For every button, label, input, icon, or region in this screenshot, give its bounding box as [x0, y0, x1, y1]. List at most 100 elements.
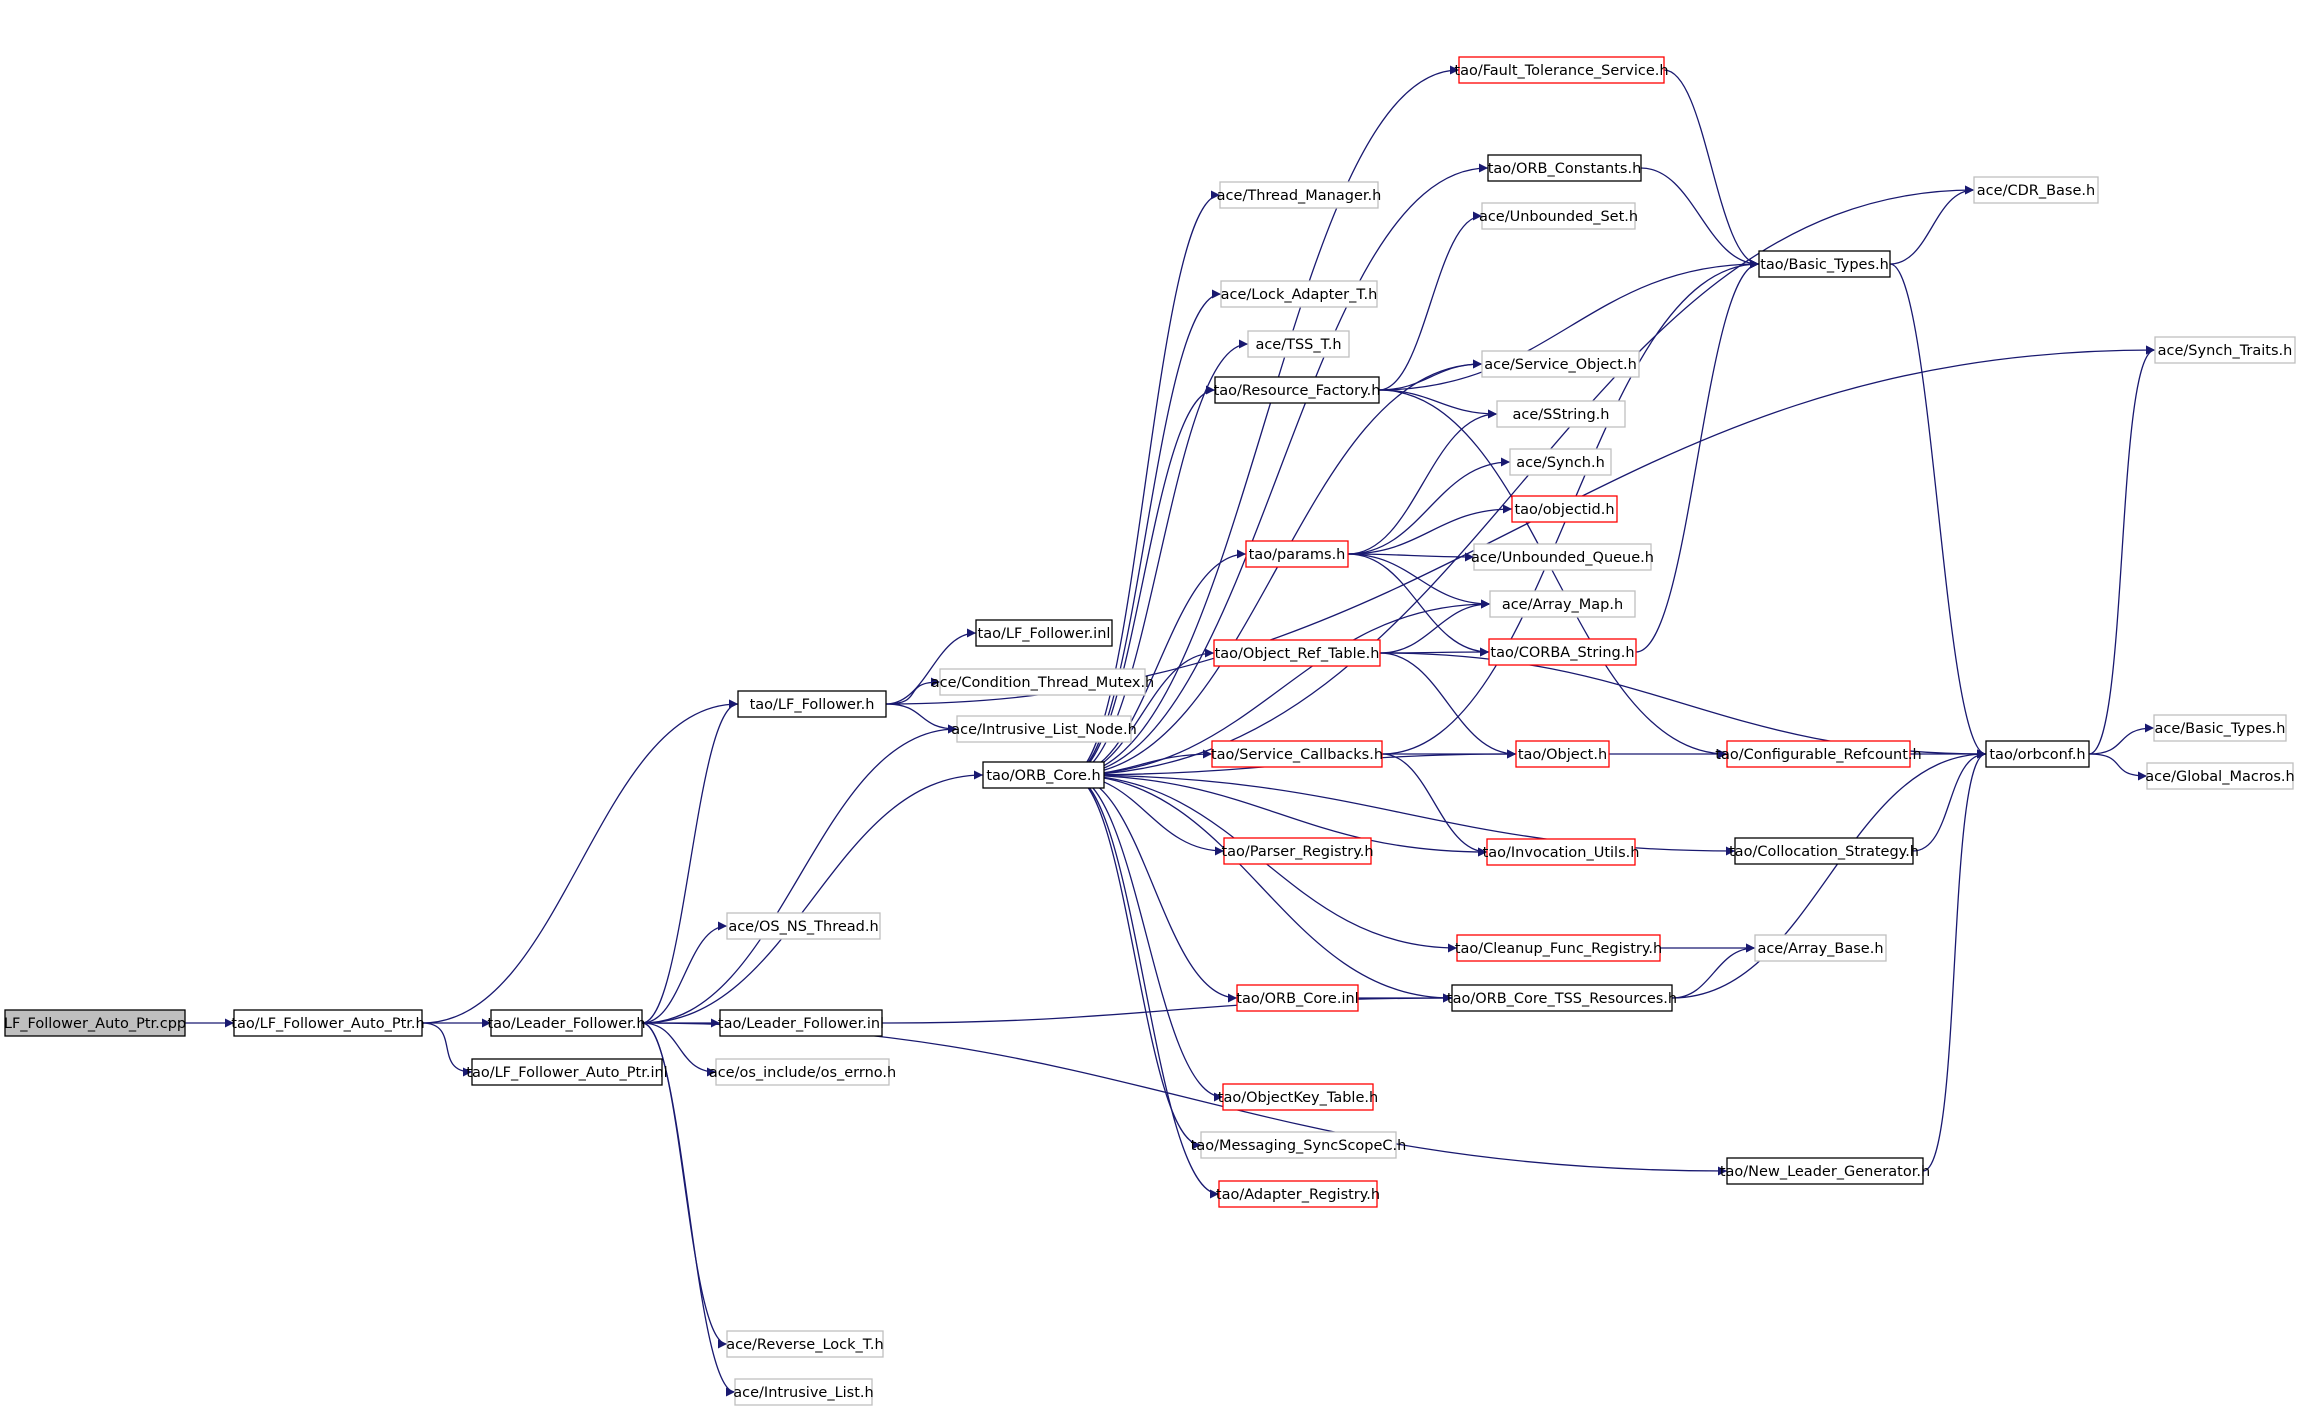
- node-n7[interactable]: ace/os_include/os_errno.h: [709, 1058, 896, 1086]
- node-box: [737, 690, 887, 718]
- node-n8[interactable]: ace/Reverse_Lock_T.h: [726, 1330, 884, 1358]
- node-n30[interactable]: tao/Object.h: [1515, 740, 1610, 768]
- node-box: [1487, 154, 1642, 182]
- node-n32[interactable]: tao/orbconf.h: [1985, 740, 2090, 768]
- node-label: ace/Thread_Manager.h: [1217, 188, 1382, 204]
- node-box: [490, 1009, 643, 1037]
- edge-n13-n35: [1070, 774, 1488, 857]
- node-label: ace/Lock_Adapter_T.h: [1221, 287, 1378, 303]
- node-n20[interactable]: tao/Resource_Factory.h: [1214, 376, 1381, 404]
- node-n17[interactable]: ace/Unbounded_Set.h: [1479, 202, 1638, 230]
- edge-n40-n32: [1671, 749, 1987, 999]
- edge-n32-n48: [2088, 723, 2155, 755]
- node-n2[interactable]: tao/Leader_Follower.h: [487, 1009, 646, 1037]
- node-box: [2153, 714, 2287, 742]
- node-n6[interactable]: ace/OS_NS_Thread.h: [726, 912, 881, 940]
- node-n48[interactable]: ace/Basic_Types.h: [2153, 714, 2287, 742]
- edge-n2-n4: [641, 699, 739, 1024]
- node-box: [1222, 1083, 1374, 1111]
- node-box: [1211, 740, 1383, 768]
- node-label: tao/LF_Follower_Auto_Ptr.h: [231, 1016, 424, 1032]
- node-box: [233, 1009, 423, 1037]
- edge-n45-n46: [1889, 185, 1975, 265]
- node-box: [956, 715, 1132, 743]
- edge-n13-n46: [1070, 185, 1975, 776]
- node-n18[interactable]: ace/Lock_Adapter_T.h: [1220, 280, 1378, 308]
- node-n43[interactable]: tao/Adapter_Registry.h: [1216, 1180, 1380, 1208]
- edge-n13-n41: [1070, 774, 1224, 1102]
- edge-n32-n49: [2088, 753, 2148, 781]
- node-n46[interactable]: ace/CDR_Base.h: [1973, 176, 2099, 204]
- node-n11[interactable]: ace/Condition_Thread_Mutex.h: [931, 668, 1155, 696]
- edge-n20-n22: [1378, 389, 1498, 419]
- edge-n2-n13: [641, 770, 984, 1024]
- node-n39[interactable]: tao/ORB_Core.inl: [1236, 984, 1359, 1012]
- node-n5[interactable]: tao/Leader_Follower.inl: [718, 1009, 884, 1037]
- node-n23[interactable]: ace/Synch.h: [1509, 448, 1612, 476]
- node-label: ace/CDR_Base.h: [1977, 183, 2095, 199]
- node-n40[interactable]: tao/ORB_Core_TSS_Resources.h: [1447, 984, 1677, 1012]
- node-n35[interactable]: tao/Invocation_Utils.h: [1483, 838, 1640, 866]
- node-box: [734, 1378, 873, 1406]
- node-n41[interactable]: tao/ObjectKey_Table.h: [1218, 1083, 1378, 1111]
- edge-n13-n42: [1070, 774, 1202, 1150]
- node-n49[interactable]: ace/Global_Macros.h: [2145, 762, 2295, 790]
- node-n37[interactable]: tao/Cleanup_Func_Registry.h: [1455, 934, 1662, 962]
- node-n36[interactable]: tao/Collocation_Strategy.h: [1729, 837, 1919, 865]
- node-n45[interactable]: tao/Basic_Types.h: [1758, 250, 1891, 278]
- node-label: ace/Reverse_Lock_T.h: [726, 1337, 883, 1353]
- node-n33[interactable]: tao/Service_Callbacks.h: [1211, 740, 1383, 768]
- node-label: ace/Intrusive_List.h: [733, 1385, 873, 1401]
- node-label: tao/LF_Follower.inl: [978, 626, 1111, 642]
- edge-n1-n3: [421, 1022, 473, 1077]
- node-box: [1985, 740, 2090, 768]
- node-n28[interactable]: tao/Object_Ref_Table.h: [1213, 639, 1381, 667]
- edge-n44-n32: [1922, 749, 1987, 1172]
- node-n24[interactable]: tao/objectid.h: [1511, 495, 1618, 523]
- node-label: tao/ObjectKey_Table.h: [1218, 1090, 1378, 1106]
- node-n12[interactable]: ace/Intrusive_List_Node.h: [951, 715, 1137, 743]
- node-box: [1489, 590, 1636, 618]
- node-n27[interactable]: ace/Array_Map.h: [1489, 590, 1636, 618]
- edge-n25-n22: [1347, 409, 1498, 555]
- node-n42[interactable]: tao/Messaging_SyncScopeC.h: [1191, 1131, 1407, 1159]
- edge-n1-n4: [421, 699, 739, 1024]
- node-n44[interactable]: tao/New_Leader_Generator.h: [1720, 1157, 1930, 1185]
- node-n31[interactable]: tao/Configurable_Refcount.h: [1715, 740, 1922, 768]
- node-n3[interactable]: tao/LF_Follower_Auto_Ptr.inl: [466, 1058, 668, 1086]
- node-n22[interactable]: ace/SString.h: [1496, 400, 1626, 428]
- edge-n13-n18: [1070, 289, 1222, 776]
- node-n9[interactable]: ace/Intrusive_List.h: [733, 1378, 874, 1406]
- edge-n2-n6: [641, 921, 728, 1024]
- node-box: [1758, 250, 1891, 278]
- edge-n14-n45: [1663, 69, 1760, 269]
- node-n21[interactable]: ace/Service_Object.h: [1481, 350, 1640, 378]
- node-n15[interactable]: ace/Thread_Manager.h: [1217, 181, 1382, 209]
- node-n26[interactable]: ace/Unbounded_Queue.h: [1471, 543, 1654, 571]
- node-box: [1247, 330, 1350, 358]
- node-box: [1219, 181, 1379, 209]
- node-label: tao/Configurable_Refcount.h: [1715, 747, 1921, 763]
- node-label: tao/CORBA_String.h: [1490, 645, 1634, 661]
- node-n4[interactable]: tao/LF_Follower.h: [737, 690, 887, 718]
- node-n34[interactable]: tao/Parser_Registry.h: [1221, 837, 1374, 865]
- node-box: [471, 1058, 663, 1086]
- edge-n28-n30: [1379, 652, 1517, 759]
- node-n14[interactable]: tao/Fault_Tolerance_Service.h: [1454, 56, 1669, 84]
- node-n10[interactable]: tao/LF_Follower.inl: [975, 619, 1113, 647]
- edge-n25-n29: [1347, 553, 1490, 657]
- edge-n13-n27: [1070, 599, 1491, 776]
- edge-layer: [184, 65, 2156, 1397]
- node-n25[interactable]: tao/params.h: [1245, 540, 1349, 568]
- node-n16[interactable]: tao/ORB_Constants.h: [1487, 154, 1642, 182]
- node-n19[interactable]: ace/TSS_T.h: [1247, 330, 1350, 358]
- edge-n25-n26: [1347, 552, 1475, 562]
- node-n0[interactable]: LF_Follower_Auto_Ptr.cpp: [4, 1009, 186, 1037]
- node-n29[interactable]: tao/CORBA_String.h: [1488, 638, 1637, 666]
- node-n13[interactable]: tao/ORB_Core.h: [982, 761, 1105, 789]
- node-n1[interactable]: tao/LF_Follower_Auto_Ptr.h: [231, 1009, 425, 1037]
- edge-n4-n10: [885, 628, 977, 705]
- node-n38[interactable]: ace/Array_Base.h: [1754, 934, 1887, 962]
- node-n47[interactable]: ace/Synch_Traits.h: [2154, 336, 2296, 364]
- node-label: ace/TSS_T.h: [1255, 337, 1341, 353]
